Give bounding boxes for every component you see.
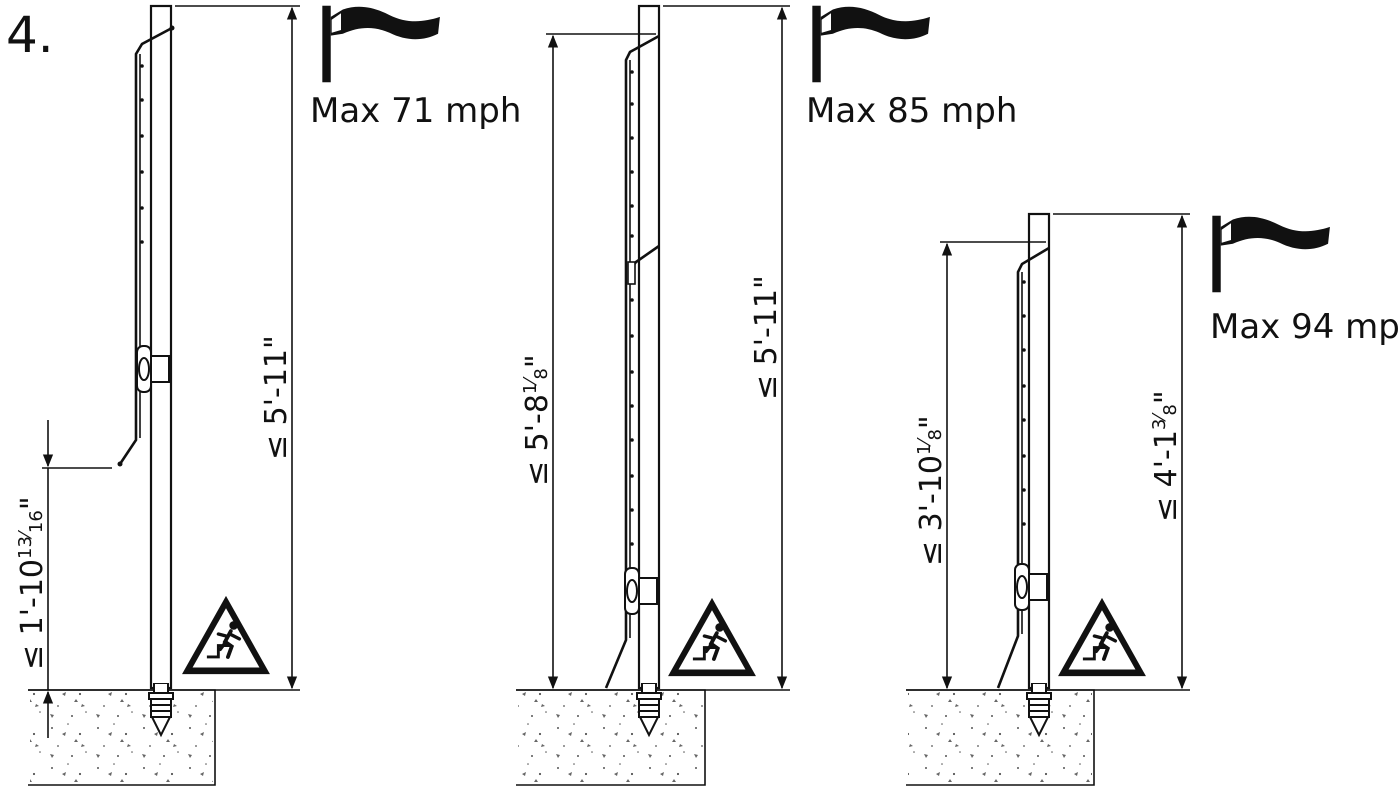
windsock-flag-icon bbox=[322, 5, 440, 83]
dimension-main: ≤ 5'-11" bbox=[259, 335, 294, 460]
dimension-secondary: ≤ 3'-101⁄8" bbox=[914, 415, 949, 566]
dimension-secondary: ≤ 5'-81⁄8" bbox=[520, 354, 555, 486]
wind-speed-label: Max 85 mph bbox=[806, 91, 1017, 131]
fence-rail bbox=[118, 26, 173, 465]
pole bbox=[1027, 212, 1051, 690]
wind-speed-label: Max 94 mph bbox=[1210, 307, 1400, 347]
fence-rail bbox=[604, 34, 660, 689]
concrete-texture bbox=[908, 692, 1092, 784]
pole bbox=[149, 4, 173, 690]
concrete-texture bbox=[518, 692, 703, 784]
windsock-flag-icon bbox=[812, 5, 930, 83]
warning-fall-hazard-icon bbox=[1056, 595, 1148, 679]
fence-rail bbox=[996, 246, 1050, 689]
step-number: 4. bbox=[6, 6, 54, 64]
panel-3: ≤ 4'-13⁄8" ≤ 3'-101⁄8" Max 94 mph bbox=[906, 212, 1400, 786]
dimension-main: ≤ 4'-13⁄8" bbox=[1149, 390, 1184, 522]
windsock-flag-icon bbox=[1212, 215, 1330, 293]
warning-fall-hazard-icon bbox=[180, 593, 272, 677]
warning-fall-hazard-icon bbox=[666, 595, 758, 679]
dimension-secondary: ≤ 1'-1013⁄16" bbox=[15, 496, 50, 670]
concrete-texture bbox=[30, 692, 213, 784]
wind-speed-label: Max 71 mph bbox=[310, 91, 521, 131]
panel-1: ≤ 5'-11" ≤ 1'-1013⁄16" Max 71 mph bbox=[15, 4, 521, 786]
dimension-main: ≤ 5'-11" bbox=[749, 275, 784, 400]
panel-2: ≤ 5'-11" ≤ 5'-81⁄8" Max 85 mph bbox=[516, 4, 1017, 786]
